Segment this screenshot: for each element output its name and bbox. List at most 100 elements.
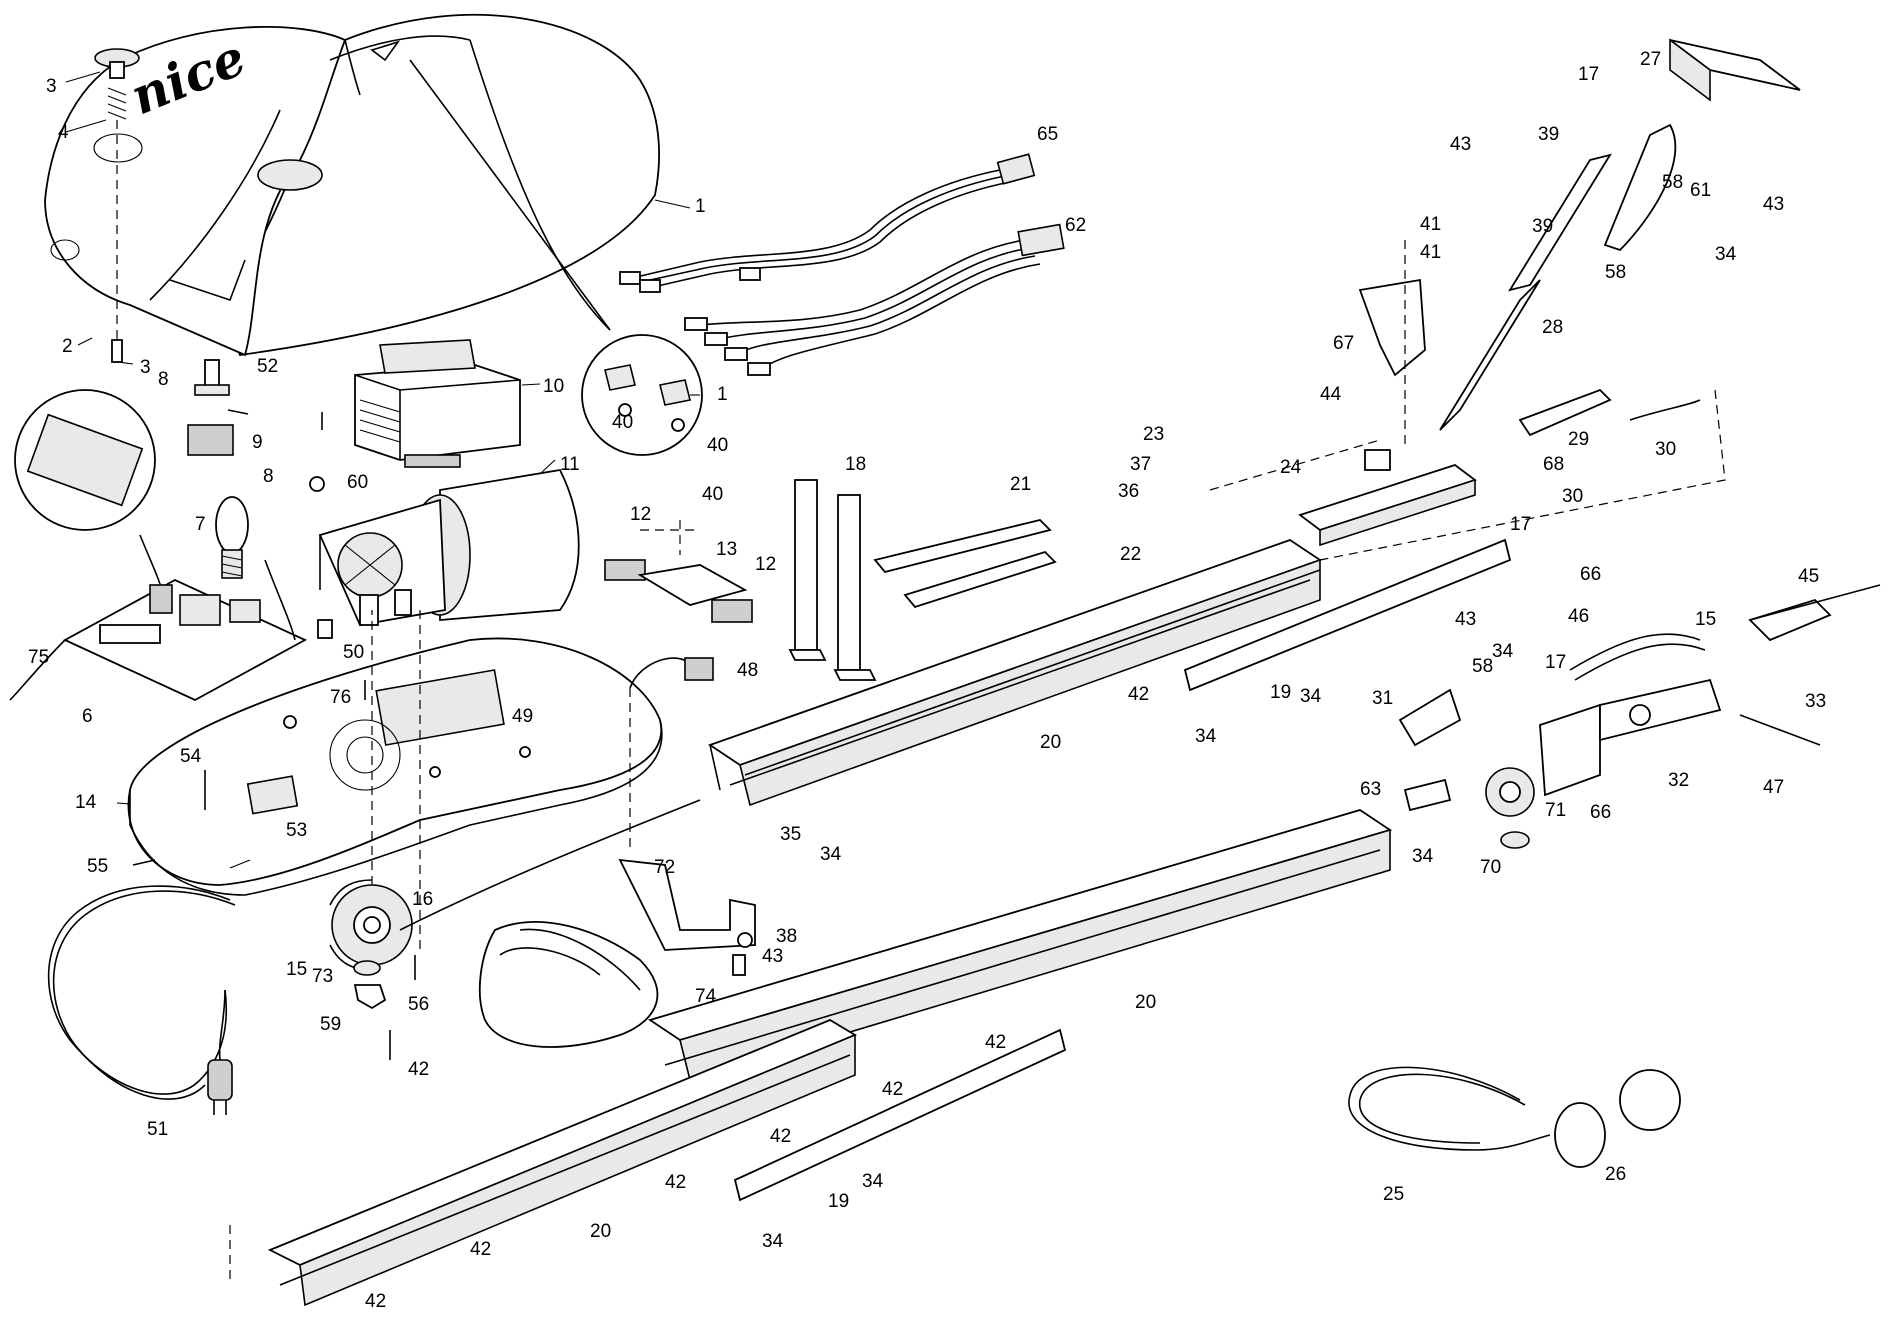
callout-1: 1	[695, 196, 706, 217]
callout-60: 60	[347, 472, 368, 493]
callout-56: 56	[408, 994, 429, 1015]
callout-59: 59	[320, 1014, 341, 1035]
callout-30: 30	[1562, 486, 1583, 507]
callout-38: 38	[776, 926, 797, 947]
callout-31: 31	[1372, 688, 1393, 709]
callout-34: 34	[1195, 726, 1217, 747]
callout-26: 26	[1605, 1164, 1626, 1185]
fastener-detail-circle	[409, 59, 703, 456]
callout-23: 23	[1143, 424, 1164, 445]
callout-40: 40	[702, 484, 723, 505]
rail-mount-bracket-part	[1398, 688, 1462, 812]
callout-15: 15	[286, 959, 307, 980]
drive-sprocket-part	[329, 610, 413, 1010]
callout-41: 41	[1420, 214, 1441, 235]
cap-screw-part	[94, 48, 140, 363]
door-bracket-part	[1669, 38, 1801, 102]
callout-61: 61	[1690, 180, 1711, 201]
chain-guide-part	[873, 519, 1057, 609]
callout-66: 66	[1580, 564, 1601, 585]
callout-62: 62	[1065, 215, 1086, 236]
callout-76: 76	[330, 687, 351, 708]
rail-section-lower-part	[229, 1018, 857, 1307]
callout-70: 70	[1480, 857, 1501, 878]
callout-42: 42	[365, 1291, 386, 1312]
trolley-part	[1298, 449, 1477, 547]
callout-12: 12	[755, 554, 776, 575]
callout-47: 47	[1763, 777, 1784, 798]
callout-58: 58	[1472, 656, 1493, 677]
callout-14: 14	[75, 792, 97, 813]
callout-7: 7	[195, 514, 206, 535]
chain-part	[399, 633, 1706, 931]
callout-42: 42	[1128, 684, 1149, 705]
callout-8: 8	[158, 369, 169, 390]
callout-12: 12	[630, 504, 651, 525]
limit-switch-part	[604, 520, 753, 623]
rail-section-middle-part	[647, 809, 1393, 1082]
callout-54: 54	[180, 746, 202, 767]
callout-74: 74	[695, 986, 717, 1007]
tensioner-part	[1539, 584, 1881, 797]
release-cord-part	[1348, 1066, 1681, 1168]
gear-motor-part	[318, 469, 580, 627]
callout-39: 39	[1532, 216, 1553, 237]
callout-46: 46	[1568, 606, 1589, 627]
callout-43: 43	[1450, 134, 1471, 155]
callout-41: 41	[1420, 242, 1441, 263]
callout-22: 22	[1120, 544, 1141, 565]
mounting-bracket-part	[618, 858, 756, 976]
vertical-bracket-part	[788, 479, 877, 681]
callout-72: 72	[654, 857, 675, 878]
callout-34: 34	[1715, 244, 1737, 265]
callout-34: 34	[1300, 686, 1322, 707]
callout-66: 66	[1590, 802, 1611, 823]
callout-17: 17	[1510, 514, 1531, 535]
callout-48: 48	[737, 660, 758, 681]
callout-17: 17	[1545, 652, 1566, 673]
callout-71: 71	[1545, 800, 1566, 821]
power-cable-part	[47, 885, 236, 1115]
callout-17: 17	[1578, 64, 1599, 85]
motor-base-plate-part	[127, 637, 663, 896]
callout-58: 58	[1662, 172, 1683, 193]
callout-65: 65	[1037, 124, 1058, 145]
callout-13: 13	[716, 539, 737, 560]
callout-16: 16	[412, 889, 433, 910]
callout-43: 43	[1763, 194, 1784, 215]
callout-9: 9	[252, 432, 263, 453]
door-arm-part	[1439, 123, 1677, 431]
assembly-boundary-line	[640, 389, 1726, 561]
callout-42: 42	[985, 1032, 1006, 1053]
callout-68: 68	[1543, 454, 1564, 475]
callout-25: 25	[1383, 1184, 1404, 1205]
callout-33: 33	[1805, 691, 1826, 712]
wire-harness-part	[619, 153, 1065, 376]
callout-34: 34	[762, 1231, 784, 1252]
callout-42: 42	[470, 1239, 491, 1260]
callout-50: 50	[343, 642, 364, 663]
callout-3: 3	[140, 357, 151, 378]
callout-11: 11	[560, 454, 580, 475]
callout-42: 42	[408, 1059, 429, 1080]
cable-clip-part	[629, 657, 714, 850]
callout-3: 3	[46, 76, 57, 97]
callout-2: 2	[62, 336, 73, 357]
callout-4: 4	[58, 122, 69, 143]
callout-42: 42	[882, 1079, 903, 1100]
callout-43: 43	[1455, 609, 1476, 630]
strap-part	[478, 921, 659, 1048]
callout-63: 63	[1360, 779, 1381, 800]
callout-75: 75	[28, 647, 49, 668]
callout-24: 24	[1280, 457, 1302, 478]
callout-18: 18	[845, 454, 866, 475]
carriage-part	[1518, 388, 1701, 437]
callout-39: 39	[1538, 124, 1559, 145]
callout-15: 15	[1695, 609, 1716, 630]
callout-42: 42	[665, 1172, 686, 1193]
callout-20: 20	[590, 1221, 611, 1242]
callout-52: 52	[257, 356, 278, 377]
callout-42: 42	[770, 1126, 791, 1147]
callout-34: 34	[1492, 641, 1514, 662]
callout-20: 20	[1135, 992, 1156, 1013]
